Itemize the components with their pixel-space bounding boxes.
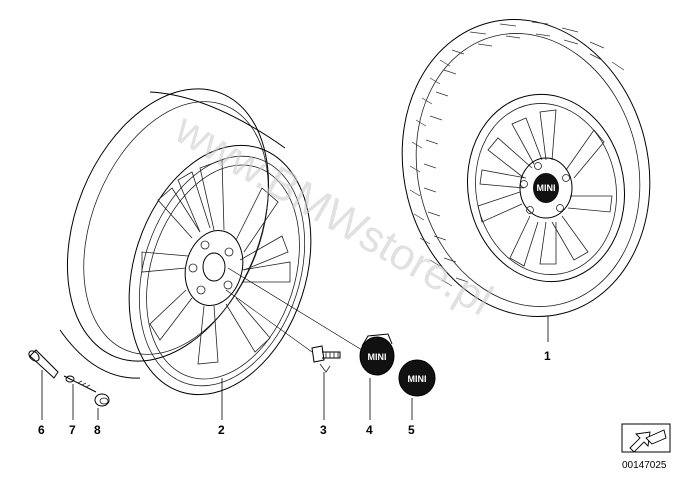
wheel-center-cap (533, 173, 559, 203)
emblem-logo: MINI (408, 374, 427, 384)
valve-insert (63, 375, 97, 393)
hub-cap-emblem: MINI (398, 359, 436, 397)
hub-cap-with-clips: MINI (359, 333, 395, 376)
hub-cap-logo: MINI (368, 352, 387, 362)
reference-box: 00147025 (621, 423, 671, 471)
diagram-reference-number: 00147025 (622, 460, 667, 471)
complete-wheel-with-tire: MINI (401, 18, 651, 318)
callout-1[interactable]: 1 (544, 349, 551, 363)
wheel-bolt (311, 345, 341, 373)
alloy-rim (59, 88, 312, 396)
wheel-center-cap-logo: MINI (537, 183, 556, 193)
callout-3[interactable]: 3 (320, 423, 327, 437)
callout-8[interactable]: 8 (94, 423, 101, 437)
callout-4[interactable]: 4 (366, 423, 373, 437)
valve-cap (94, 393, 110, 407)
callout-2[interactable]: 2 (218, 423, 225, 437)
callout-5[interactable]: 5 (408, 423, 415, 437)
tire-tread (409, 21, 625, 287)
callout-6[interactable]: 6 (38, 423, 45, 437)
leader-lines (41, 267, 549, 420)
watermark-text: www.BMWstore.pl (166, 104, 500, 325)
tire-valve (28, 349, 59, 379)
callout-7[interactable]: 7 (69, 423, 76, 437)
